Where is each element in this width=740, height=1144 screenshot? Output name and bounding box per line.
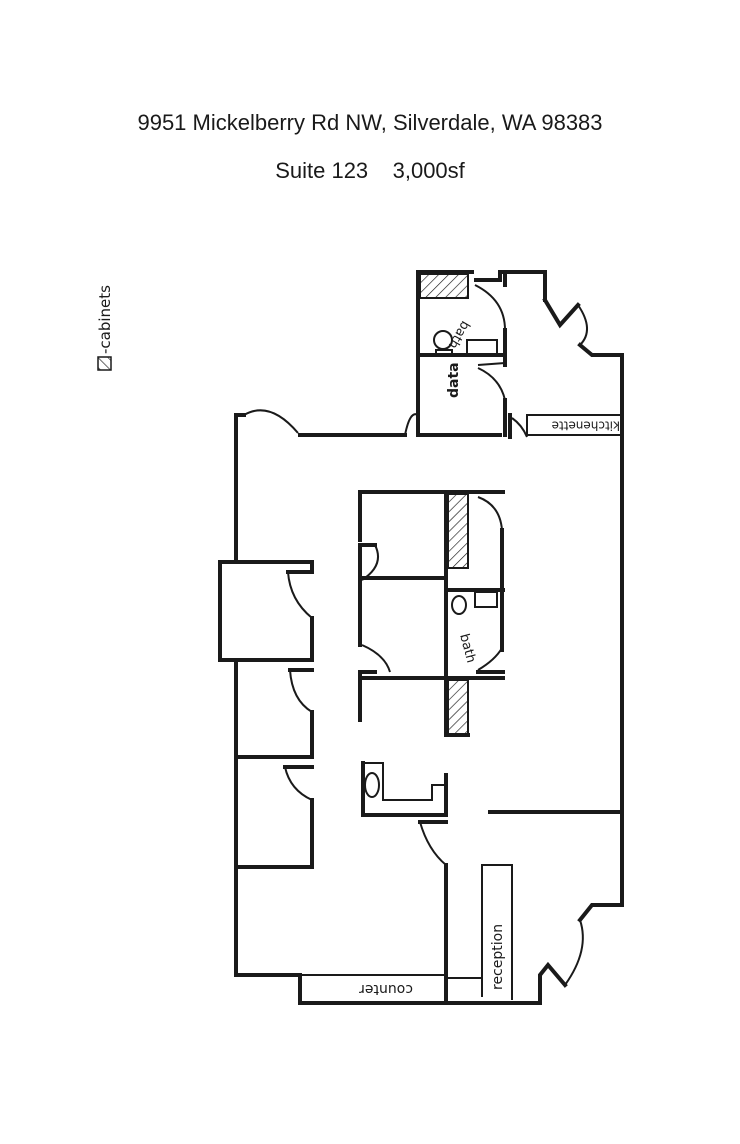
top-bath-data-block: bath data bbox=[416, 270, 507, 437]
cabinet bbox=[419, 273, 469, 299]
kitchenette-label: kitchenette bbox=[552, 419, 620, 433]
address-title: 9951 Mickelberry Rd NW, Silverdale, WA 9… bbox=[137, 110, 603, 135]
legend-label: -cabinets bbox=[96, 285, 114, 354]
sink-icon bbox=[364, 772, 380, 798]
legend: -cabinets bbox=[96, 285, 114, 371]
hatch-swatch-icon bbox=[97, 356, 112, 371]
reception-label: reception bbox=[490, 924, 506, 990]
toilet-icon bbox=[451, 595, 467, 615]
outer-walls bbox=[218, 270, 624, 1005]
bath-label: bath bbox=[456, 632, 478, 664]
data-room-label: data bbox=[446, 362, 462, 398]
cabinet bbox=[447, 679, 469, 735]
sink-icon bbox=[474, 591, 498, 608]
kitchenette: kitchenette bbox=[416, 413, 623, 439]
left-offices bbox=[218, 560, 314, 869]
reception-area: reception counter bbox=[300, 864, 513, 1000]
center-block: bath bbox=[358, 490, 505, 737]
sink-icon bbox=[466, 339, 498, 355]
suite-subtitle: Suite 123 3,000sf bbox=[275, 158, 465, 183]
counter-label: counter bbox=[359, 981, 413, 997]
cabinet bbox=[447, 493, 469, 569]
